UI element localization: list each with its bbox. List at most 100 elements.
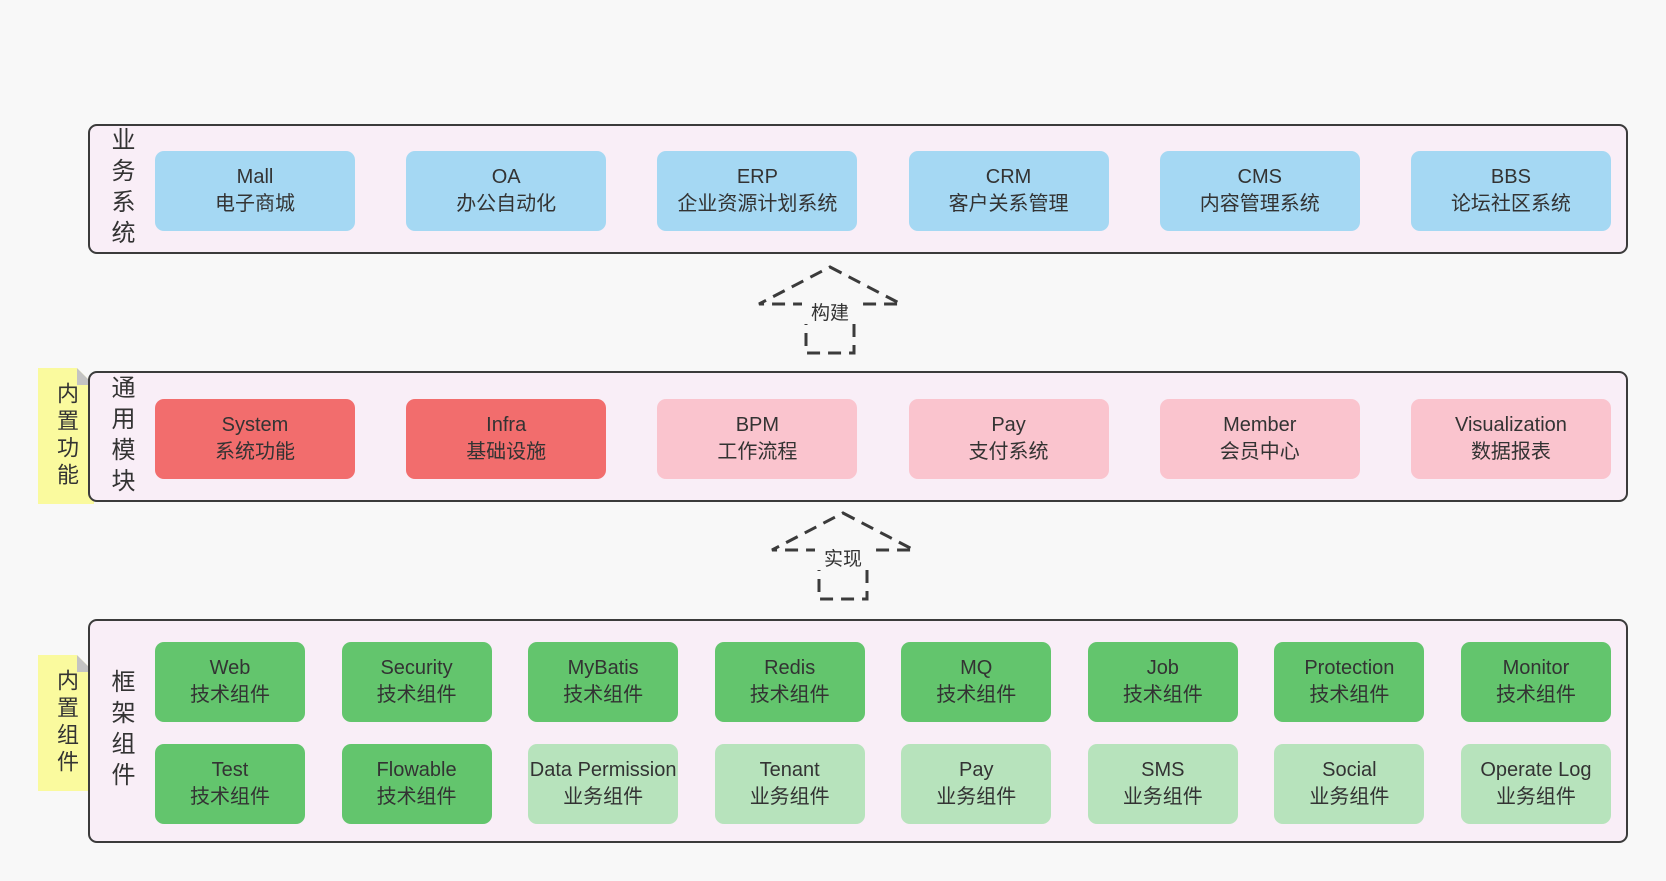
card-name: Member — [1223, 414, 1297, 436]
business-systems-row: Mall 电子商城 OA 办公自动化 ERP 企业资源计划系统 CRM 客户关系管理 CMS 内容… — [155, 151, 1611, 231]
card-subtitle: 论坛社区系统 — [1450, 193, 1571, 215]
module-card-social: Social 业务组件 — [1274, 744, 1425, 824]
sticky-note-label: 内置组件 — [54, 669, 79, 777]
module-card-job: Job 技术组件 — [1087, 642, 1238, 722]
card-name: Test — [211, 759, 249, 781]
module-card-mq: MQ 技术组件 — [901, 642, 1052, 722]
module-card-bpm: BPM 工作流程 — [657, 399, 858, 479]
module-card-pay: Pay 支付系统 — [908, 399, 1109, 479]
card-subtitle: 技术组件 — [190, 684, 270, 706]
module-card-operate-log: Operate Log 业务组件 — [1460, 744, 1611, 824]
module-card-mall: Mall 电子商城 — [155, 151, 355, 231]
card-subtitle: 基础设施 — [466, 441, 547, 463]
panel-label-framework-components: 框架组件 — [107, 669, 134, 793]
panel-label-business-systems: 业务系统 — [107, 127, 134, 251]
module-card-monitor: Monitor 技术组件 — [1460, 642, 1611, 722]
card-subtitle: 业务组件 — [563, 786, 644, 808]
card-subtitle: 技术组件 — [563, 684, 644, 706]
card-name: Pay — [959, 759, 994, 781]
card-name: Tenant — [759, 759, 820, 781]
card-name: Monitor — [1502, 657, 1570, 679]
arrow-implement: 实现 — [771, 511, 915, 601]
card-name: Security — [380, 657, 453, 679]
module-card-tenant: Tenant 业务组件 — [714, 744, 865, 824]
card-name: Social — [1322, 759, 1377, 781]
module-card-crm: CRM 客户关系管理 — [908, 151, 1109, 231]
card-subtitle: 工作流程 — [717, 441, 798, 463]
module-card-member: Member 会员中心 — [1159, 399, 1360, 479]
module-card-sms: SMS 业务组件 — [1087, 744, 1238, 824]
card-name: Job — [1146, 657, 1179, 679]
module-card-bbs: BBS 论坛社区系统 — [1410, 151, 1611, 231]
card-subtitle: 业务组件 — [1122, 786, 1203, 808]
card-name: BPM — [735, 414, 780, 436]
card-subtitle: 技术组件 — [376, 786, 457, 808]
card-subtitle: 企业资源计划系统 — [677, 193, 838, 215]
card-subtitle: 技术组件 — [936, 684, 1017, 706]
card-subtitle: 办公自动化 — [456, 193, 557, 215]
card-subtitle: 技术组件 — [1309, 684, 1390, 706]
card-subtitle: 业务组件 — [1309, 786, 1390, 808]
card-name: Pay — [991, 414, 1026, 436]
panel-framework-components: 框架组件 Web 技术组件 Security 技术组件 MyBatis 技术组件 Redis… — [88, 619, 1628, 843]
card-name: Operate Log — [1480, 759, 1592, 781]
module-card-oa: OA 办公自动化 — [406, 151, 607, 231]
card-name: SMS — [1141, 759, 1185, 781]
card-name: ERP — [736, 166, 778, 188]
arrow-build: 构建 — [758, 265, 902, 355]
card-name: Infra — [486, 414, 527, 436]
card-name: MyBatis — [567, 657, 639, 679]
card-name: Flowable — [376, 759, 457, 781]
card-subtitle: 电子商城 — [215, 193, 295, 215]
sticky-note-builtin-features: 内置功能 — [38, 368, 94, 504]
module-card-test: Test 技术组件 — [155, 744, 305, 824]
card-subtitle: 技术组件 — [1122, 684, 1203, 706]
module-card-mybatis: MyBatis 技术组件 — [528, 642, 679, 722]
card-subtitle: 技术组件 — [1495, 684, 1576, 706]
card-name: Redis — [764, 657, 816, 679]
card-name: Visualization — [1454, 414, 1567, 436]
card-name: BBS — [1490, 166, 1531, 188]
panel-business-systems: 业务系统 Mall 电子商城 OA 办公自动化 ERP 企业资源计划系统 CRM 客户关系管理… — [88, 124, 1628, 254]
card-name: MQ — [960, 657, 993, 679]
card-name: OA — [491, 166, 521, 188]
card-subtitle: 支付系统 — [968, 441, 1049, 463]
card-subtitle: 业务组件 — [936, 786, 1017, 808]
sticky-note-builtin-components: 内置组件 — [38, 655, 94, 791]
arrow-label: 实现 — [824, 548, 862, 570]
module-card-flowable: Flowable 技术组件 — [341, 744, 492, 824]
card-name: Web — [209, 657, 251, 679]
card-subtitle: 数据报表 — [1470, 441, 1551, 463]
arrow-label: 构建 — [811, 302, 849, 324]
sticky-note-label: 内置功能 — [54, 382, 79, 490]
module-card-pay: Pay 业务组件 — [901, 744, 1052, 824]
module-card-visualization: Visualization 数据报表 — [1410, 399, 1611, 479]
card-name: CRM — [985, 166, 1032, 188]
card-subtitle: 技术组件 — [376, 684, 457, 706]
module-card-data-permission: Data Permission 业务组件 — [528, 744, 679, 824]
card-subtitle: 系统功能 — [215, 441, 295, 463]
card-subtitle: 内容管理系统 — [1199, 193, 1320, 215]
module-card-erp: ERP 企业资源计划系统 — [657, 151, 858, 231]
module-card-infra: Infra 基础设施 — [406, 399, 607, 479]
panel-label-common-modules: 通用模块 — [107, 374, 134, 499]
card-name: CMS — [1237, 166, 1282, 188]
module-card-cms: CMS 内容管理系统 — [1159, 151, 1360, 231]
card-subtitle: 会员中心 — [1219, 441, 1300, 463]
card-subtitle: 技术组件 — [190, 786, 270, 808]
module-card-web: Web 技术组件 — [155, 642, 305, 722]
card-name: Protection — [1304, 657, 1395, 679]
card-subtitle: 客户关系管理 — [948, 193, 1069, 215]
card-name: Mall — [236, 166, 274, 188]
card-name: Data Permission — [529, 759, 677, 781]
module-card-security: Security 技术组件 — [341, 642, 492, 722]
card-subtitle: 业务组件 — [1495, 786, 1576, 808]
card-subtitle: 业务组件 — [749, 786, 830, 808]
